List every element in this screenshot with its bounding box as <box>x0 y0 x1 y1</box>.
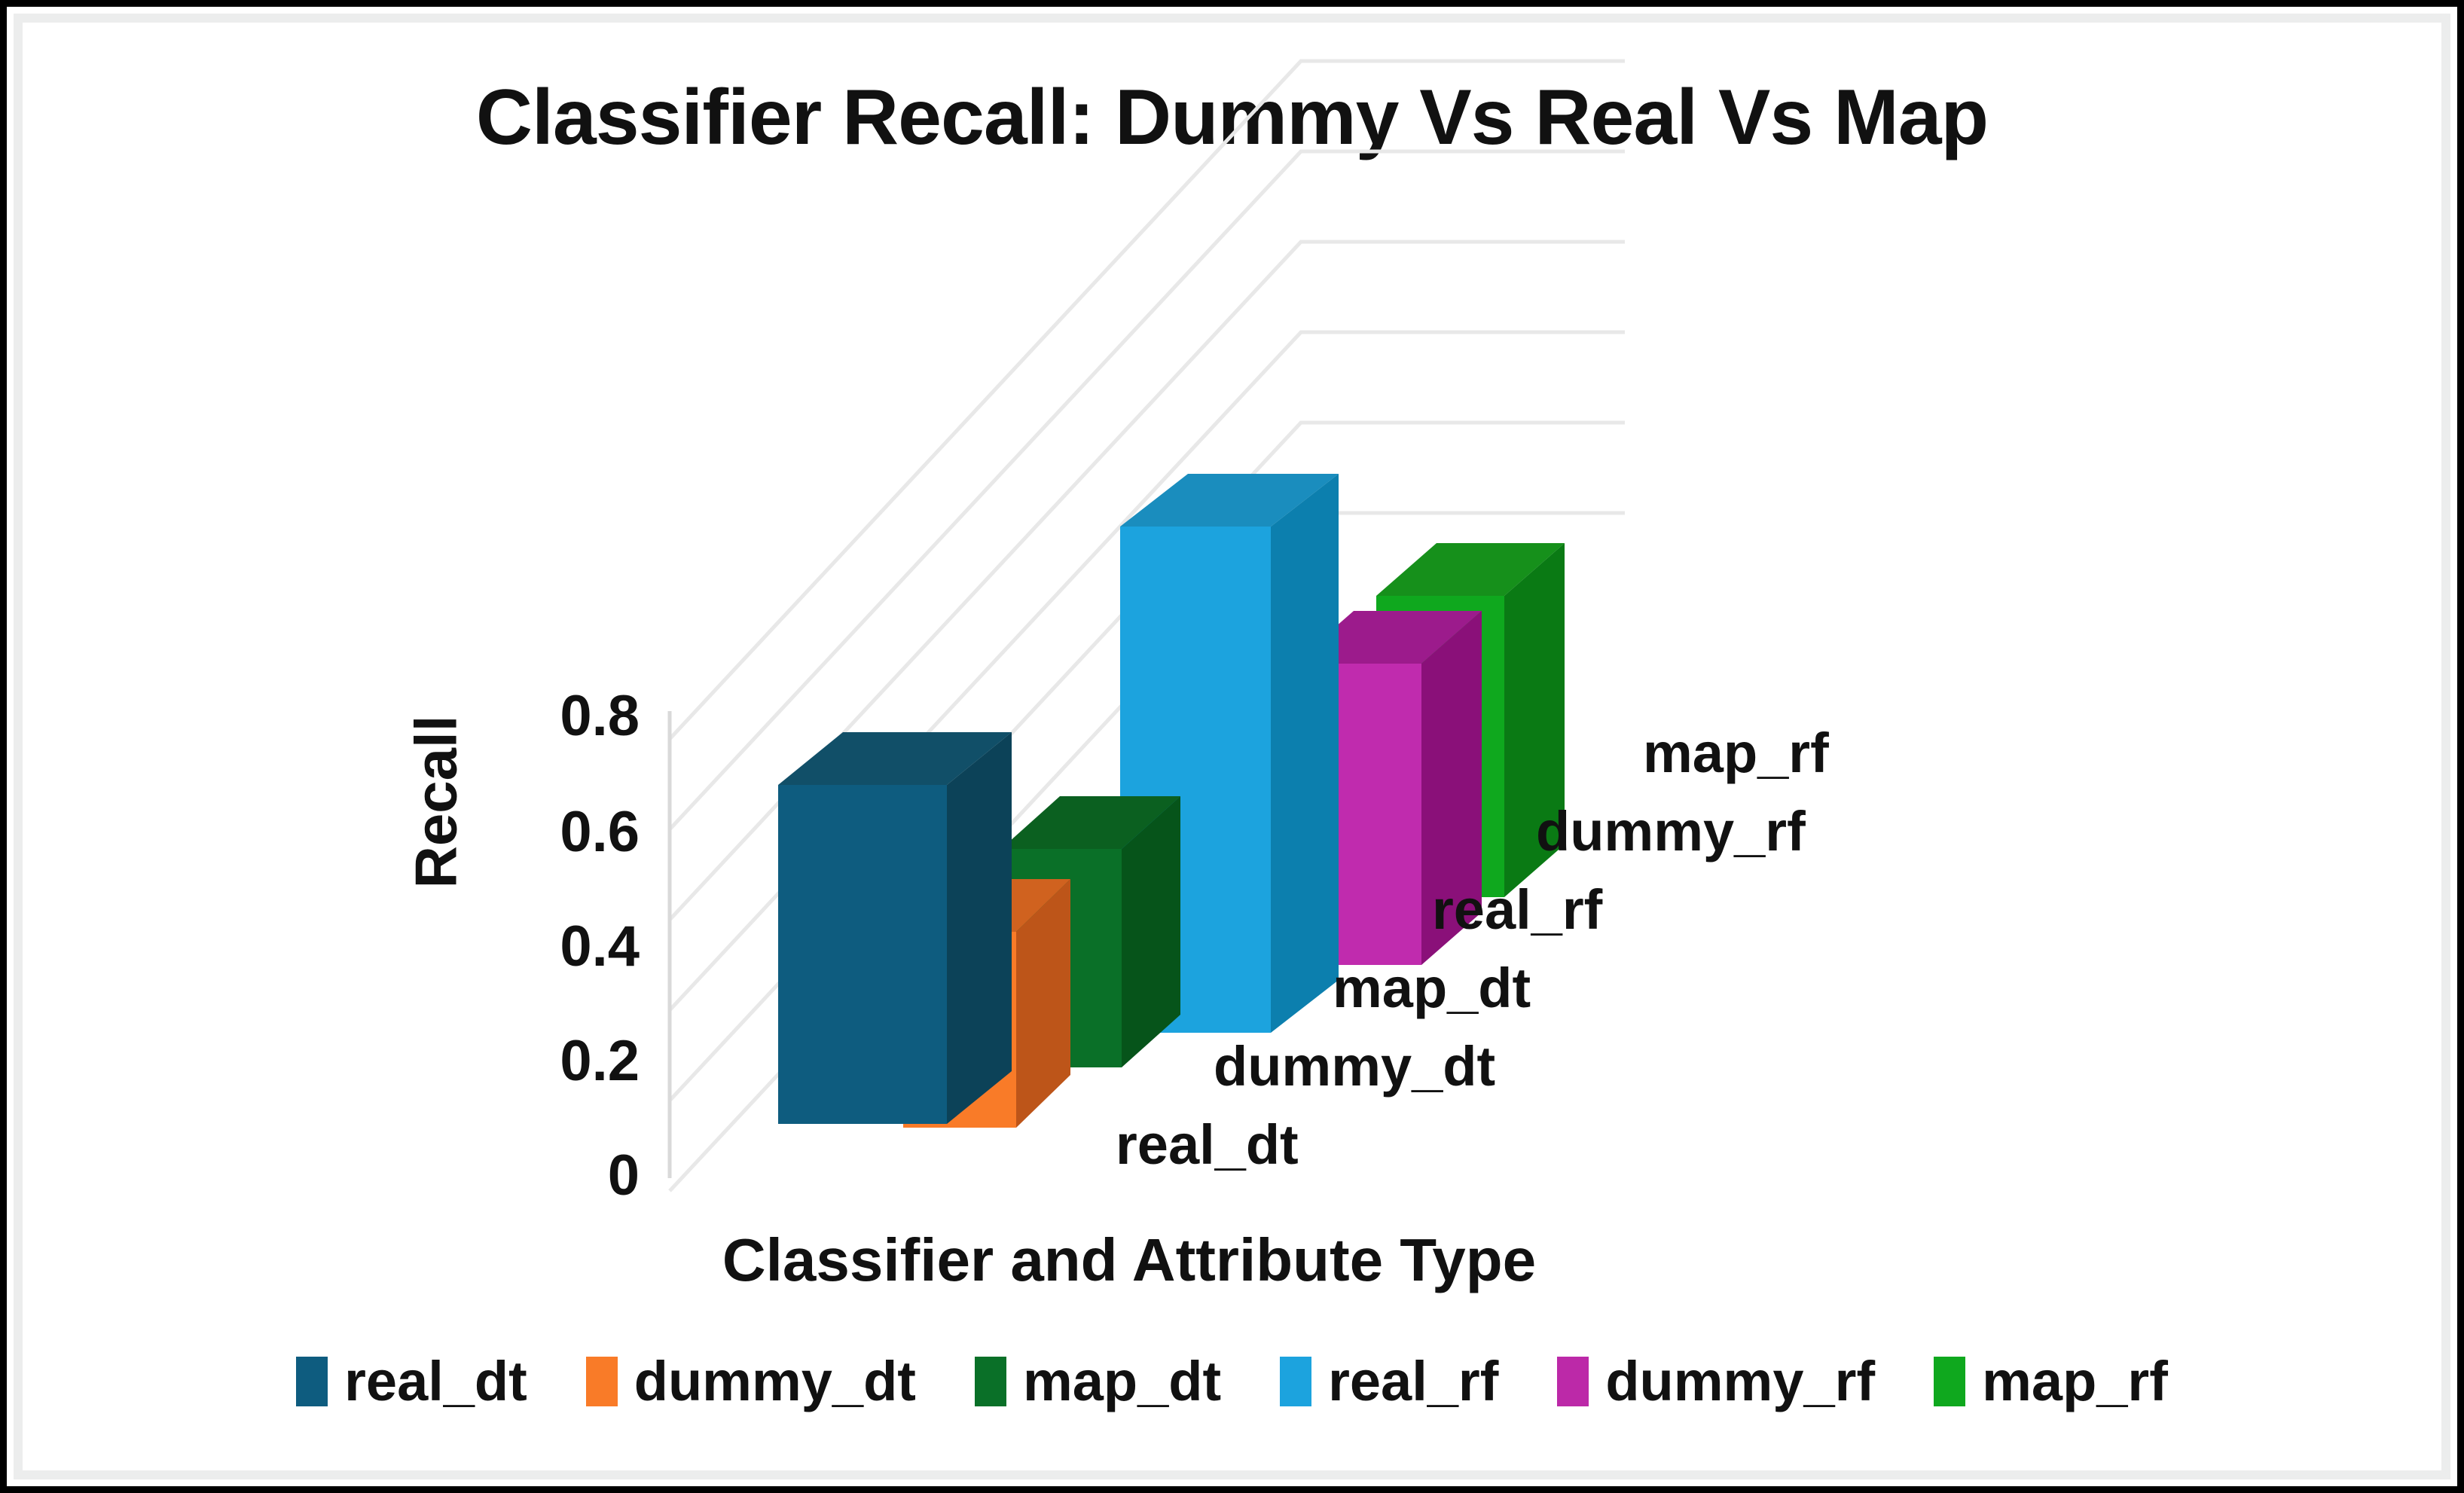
y-axis-title: Recall <box>402 715 469 889</box>
legend-item-real-rf[interactable]: real_rf <box>1280 1354 1498 1409</box>
page-title: Classifier Recall: Dummy Vs Real Vs Map <box>475 74 1989 161</box>
legend-swatch-icon <box>974 1357 1006 1406</box>
legend-swatch-icon <box>296 1357 328 1406</box>
chart-legend: real_dt dummy_dt map_dt real_rf dummy_rf… <box>7 1354 2457 1409</box>
x-axis-title: Classifier and Attribute Type <box>722 1226 1537 1293</box>
legend-item-real-dt[interactable]: real_dt <box>296 1354 527 1409</box>
category-label-real-rf: real_rf <box>1432 878 1603 941</box>
legend-item-label: real_rf <box>1328 1350 1499 1412</box>
category-label-dummy-dt: dummy_dt <box>1214 1035 1496 1098</box>
y-tick-0.4: 0.4 <box>560 914 640 979</box>
chart-plot-area <box>667 59 1625 1192</box>
y-tick-0.2: 0.2 <box>560 1029 640 1093</box>
legend-item-label: map_dt <box>1022 1350 1222 1412</box>
y-tick-0.8: 0.8 <box>560 684 640 748</box>
legend-swatch-icon <box>1557 1357 1589 1406</box>
legend-swatch-icon <box>585 1357 618 1406</box>
legend-item-map-rf[interactable]: map_rf <box>1934 1354 2168 1409</box>
legend-item-label: dummy_dt <box>634 1350 916 1412</box>
legend-item-dummy-dt[interactable]: dummy_dt <box>585 1350 916 1412</box>
category-label-map-rf: map_rf <box>1643 722 1829 784</box>
category-label-dummy-rf: dummy_rf <box>1536 800 1806 863</box>
category-label-real-dt: real_dt <box>1116 1113 1299 1176</box>
legend-swatch-icon <box>1280 1357 1312 1406</box>
legend-item-label: dummy_rf <box>1605 1350 1876 1412</box>
legend-swatch-icon <box>1934 1357 1966 1406</box>
bar-real-dt[interactable] <box>778 732 1012 1124</box>
legend-item-dummy-rf[interactable]: dummy_rf <box>1557 1354 1875 1409</box>
legend-item-map-dt[interactable]: map_dt <box>974 1350 1222 1412</box>
legend-item-label: real_dt <box>344 1350 527 1412</box>
legend-item-label: map_rf <box>1982 1350 2168 1412</box>
y-tick-0.6: 0.6 <box>560 800 640 864</box>
y-tick-0: 0 <box>607 1143 640 1208</box>
category-label-map-dt: map_dt <box>1333 957 1531 1019</box>
